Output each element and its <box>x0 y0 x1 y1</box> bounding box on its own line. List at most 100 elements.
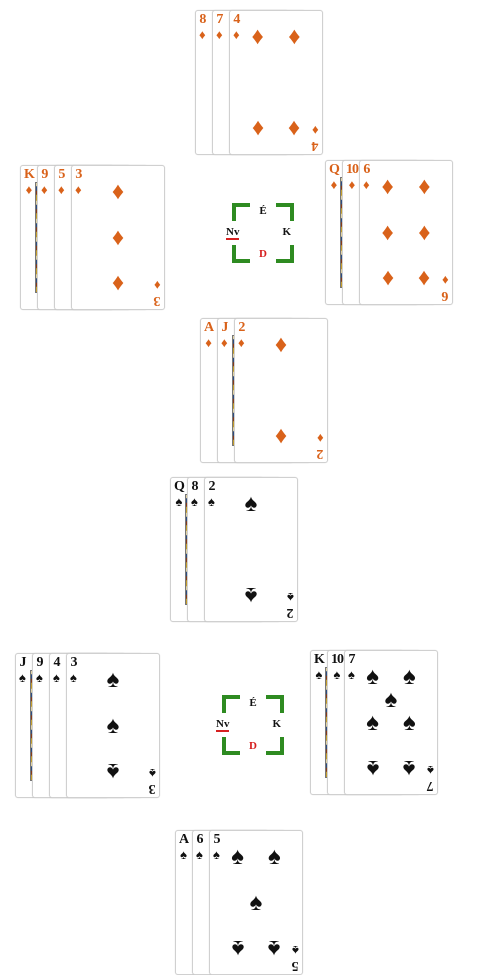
diamonds-icon: ♦ <box>418 221 430 245</box>
diamonds-icon: ♦ <box>251 116 263 140</box>
spades-icon: ♠ <box>36 671 43 684</box>
spades-icon: ♠ <box>107 668 120 692</box>
diamonds-icon: ♦ <box>238 336 245 349</box>
card-rank: 2 <box>318 446 324 460</box>
spades-icon: ♠ <box>334 668 341 681</box>
card-rank: 10 <box>346 163 358 177</box>
compass-north: É <box>249 698 256 709</box>
card-index-top: 5♠ <box>213 833 220 861</box>
diamonds-icon: ♦ <box>112 180 124 204</box>
diamonds-icon: ♦ <box>349 178 356 191</box>
card-index-top: 2♠ <box>208 480 215 508</box>
spades-icon: ♠ <box>292 944 299 957</box>
spades-icon: ♠ <box>348 668 355 681</box>
diamonds-icon: ♦ <box>154 279 161 292</box>
spades-icon: ♠ <box>19 671 26 684</box>
card-rank: J <box>19 656 25 670</box>
hand-east: Q♦Q♦10♦10♦♦♦♦♦♦♦♦♦♦♦6♦6♦♦♦♦♦♦♦ <box>325 160 453 305</box>
playing-card[interactable]: 6♦6♦♦♦♦♦♦♦ <box>359 160 453 305</box>
diamonds-icon: ♦ <box>199 28 206 41</box>
diamonds-icon: ♦ <box>112 271 124 295</box>
diamonds-icon: ♦ <box>221 336 228 349</box>
diamonds-icon: ♦ <box>26 183 33 196</box>
card-rank: 5 <box>293 958 299 972</box>
playing-card[interactable]: 2♦2♦♦♦ <box>234 318 328 463</box>
diamonds-icon: ♦ <box>381 266 393 290</box>
compass-south: D <box>249 741 257 752</box>
compass-bracket <box>276 245 294 263</box>
card-rank: 4 <box>53 656 59 670</box>
diamonds-icon: ♦ <box>288 116 300 140</box>
card-rank: 3 <box>70 656 76 670</box>
spades-icon: ♠ <box>208 495 215 508</box>
playing-card[interactable]: 2♠2♠♠♠ <box>204 477 298 622</box>
spades-icon: ♠ <box>315 668 322 681</box>
card-index-top: K♠ <box>314 653 324 681</box>
diamonds-icon: ♦ <box>233 28 240 41</box>
card-rank: 10 <box>331 653 343 667</box>
diamonds-icon: ♦ <box>442 274 449 287</box>
compass-bracket <box>232 245 250 263</box>
playing-card[interactable]: 7♠7♠♠♠♠♠♠♠♠ <box>344 650 438 795</box>
spades-icon: ♠ <box>250 891 263 915</box>
diamonds-icon: ♦ <box>363 178 370 191</box>
card-index-top: Q♠ <box>174 480 184 508</box>
compass-south: D <box>259 249 267 260</box>
compass-bracket <box>266 737 284 755</box>
card-index-top: 6♦ <box>363 163 370 191</box>
playing-card[interactable]: 3♠3♠♠♠♠ <box>66 653 160 798</box>
diamonds-icon: ♦ <box>216 28 223 41</box>
spades-icon: ♠ <box>268 936 281 960</box>
playing-card[interactable]: 5♠5♠♠♠♠♠♠ <box>209 830 303 975</box>
card-rank: 3 <box>150 781 156 795</box>
card-rank: K <box>314 653 324 667</box>
compass-west: Nv <box>226 227 239 240</box>
hand-south: A♠A♠6♠6♠♠♠♠♠♠♠5♠5♠♠♠♠♠♠ <box>175 830 303 975</box>
card-index-bot: 2♠ <box>287 591 294 619</box>
card-index-top: 6♠ <box>196 833 203 861</box>
diamonds-icon: ♦ <box>75 183 82 196</box>
card-index-top: A♦ <box>204 321 213 349</box>
playing-card[interactable]: 4♦4♦♦♦♦♦ <box>229 10 323 155</box>
card-index-bot: 3♦ <box>154 279 161 307</box>
card-index-top: A♠ <box>179 833 188 861</box>
card-index-top: 2♦ <box>238 321 245 349</box>
hand-west: K♦K♦9♦9♦♦♦♦♦♦♦♦♦♦5♦5♦♦♦♦♦♦3♦3♦♦♦♦ <box>20 165 165 310</box>
card-index-top: 7♦ <box>216 13 223 41</box>
diamonds-icon: ♦ <box>381 221 393 245</box>
card-rank: 6 <box>196 833 202 847</box>
card-index-top: J♦ <box>221 321 228 349</box>
compass-west: Nv <box>216 719 229 732</box>
compass-bracket <box>222 695 240 713</box>
card-index-top: K♦ <box>24 168 34 196</box>
card-rank: 4 <box>313 138 319 152</box>
diamonds-icon: ♦ <box>288 25 300 49</box>
card-rank: 2 <box>208 480 214 494</box>
card-index-top: 10♦ <box>346 163 358 191</box>
card-index-bot: 2♦ <box>317 432 324 460</box>
card-rank: 5 <box>58 168 64 182</box>
compass-bracket <box>276 203 294 221</box>
card-index-top: 10♠ <box>331 653 343 681</box>
spades-icon: ♠ <box>245 492 258 516</box>
compass-east: K <box>272 719 281 730</box>
playing-card[interactable]: 3♦3♦♦♦♦ <box>71 165 165 310</box>
spades-icon: ♠ <box>180 848 187 861</box>
spades-icon: ♠ <box>231 936 244 960</box>
card-rank: 7 <box>348 653 354 667</box>
spades-icon: ♠ <box>366 665 379 689</box>
card-rank: K <box>24 168 34 182</box>
card-rank: 8 <box>191 480 197 494</box>
hand-west: J♠J♠9♠9♠♠♠♠♠♠♠♠♠♠4♠4♠♠♠♠♠3♠3♠♠♠♠ <box>15 653 160 798</box>
spades-icon: ♠ <box>196 848 203 861</box>
card-rank: 9 <box>41 168 47 182</box>
card-index-top: 4♠ <box>53 656 60 684</box>
spades-icon: ♠ <box>268 845 281 869</box>
compass-bracket <box>222 737 240 755</box>
spades-icon: ♠ <box>403 711 416 735</box>
card-rank: 5 <box>213 833 219 847</box>
card-index-bot: 4♦ <box>312 124 319 152</box>
spades-icon: ♠ <box>287 591 294 604</box>
